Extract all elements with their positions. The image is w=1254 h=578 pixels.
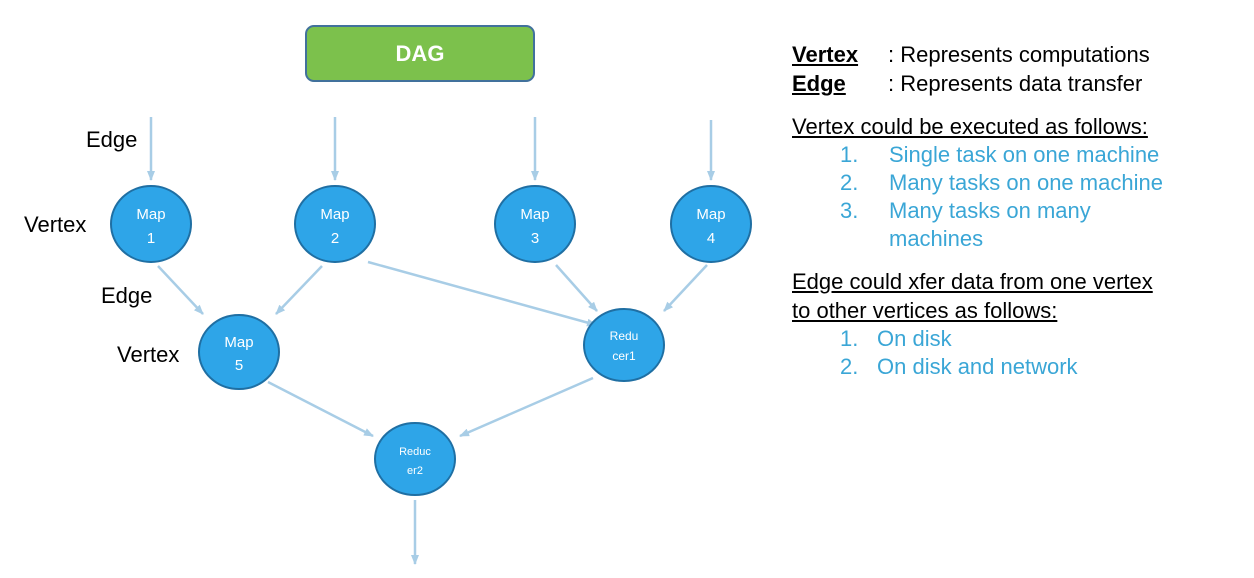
edge-label-top: Edge <box>86 127 137 152</box>
list-number: 1. <box>840 142 859 167</box>
list-number: 3. <box>840 198 859 223</box>
node-map3: Map 3 <box>494 185 576 263</box>
title-text: DAG <box>396 41 445 66</box>
title-box: DAG <box>305 25 535 82</box>
definition-edge: Edge : Represents data transfer <box>792 69 1242 98</box>
edge-map4-reducer1 <box>663 264 708 312</box>
definition-text: : Represents data transfer <box>888 71 1143 96</box>
node-label: 3 <box>531 230 539 247</box>
node-map4: Map 4 <box>670 185 752 263</box>
list-text: On disk <box>877 326 952 351</box>
list-text: Many tasks on one machine <box>889 170 1163 195</box>
vertex-section-title: Vertex could be executed as follows: <box>792 114 1148 139</box>
node-map1: Map 1 <box>110 185 192 263</box>
list-text: Single task on one machine <box>889 142 1160 167</box>
node-label: Map <box>696 206 725 223</box>
list-item: 3. Many tasks on many machines <box>840 197 1242 253</box>
node-label: Reduc <box>399 446 431 458</box>
node-label: Map <box>520 206 549 223</box>
definition-vertex: Vertex : Represents computations <box>792 40 1242 69</box>
node-label: 1 <box>147 230 155 247</box>
edge-transfer-list: 1. On disk 2. On disk and network <box>792 325 1242 381</box>
node-label: 4 <box>707 230 715 247</box>
node-label: 5 <box>235 357 243 374</box>
list-number: 1. <box>840 326 859 351</box>
node-label: Map <box>224 334 253 351</box>
definition-term: Edge <box>792 71 846 96</box>
node-label: cer1 <box>612 349 636 363</box>
node-label: er2 <box>407 465 423 477</box>
list-item: 1. Single task on one machine <box>840 141 1242 169</box>
edge-map3-reducer1 <box>555 264 598 312</box>
definition-text: : Represents computations <box>888 42 1150 67</box>
node-label: Redu <box>610 329 639 343</box>
edge-map2-reducer1 <box>367 260 597 327</box>
edge-map1-map5 <box>157 265 204 315</box>
list-text: Many tasks on many machines <box>889 198 1091 251</box>
vertex-label-top: Vertex <box>24 212 86 237</box>
node-label: 2 <box>331 230 339 247</box>
list-item: 2. Many tasks on one machine <box>840 169 1242 197</box>
edge-section-title: Edge could xfer data from one vertex <box>792 269 1153 294</box>
legend-panel: Vertex : Represents computations Edge : Re… <box>792 40 1242 381</box>
edge-label-mid: Edge <box>101 283 152 308</box>
definition-term: Vertex <box>792 42 859 67</box>
edge-map2-map5 <box>275 265 323 315</box>
edge-map5-reducer2 <box>267 380 374 438</box>
node-map5: Map 5 <box>198 314 280 390</box>
edge-reducer1-reducer2 <box>459 376 594 438</box>
vertex-label-mid: Vertex <box>117 342 179 367</box>
node-map2: Map 2 <box>294 185 376 263</box>
node-reducer2: Reduc er2 <box>374 422 456 496</box>
node-label: Map <box>320 206 349 223</box>
node-reducer1: Redu cer1 <box>583 308 665 382</box>
list-item: 2. On disk and network <box>840 353 1242 381</box>
edges <box>147 117 715 565</box>
list-item: 1. On disk <box>840 325 1242 353</box>
list-text: On disk and network <box>877 354 1078 379</box>
vertex-execution-list: 1. Single task on one machine 2. Many ta… <box>792 141 1242 253</box>
list-number: 2. <box>840 170 859 195</box>
list-number: 2. <box>840 354 859 379</box>
edge-section-title-line2: to other vertices as follows: <box>792 298 1058 323</box>
node-label: Map <box>136 206 165 223</box>
